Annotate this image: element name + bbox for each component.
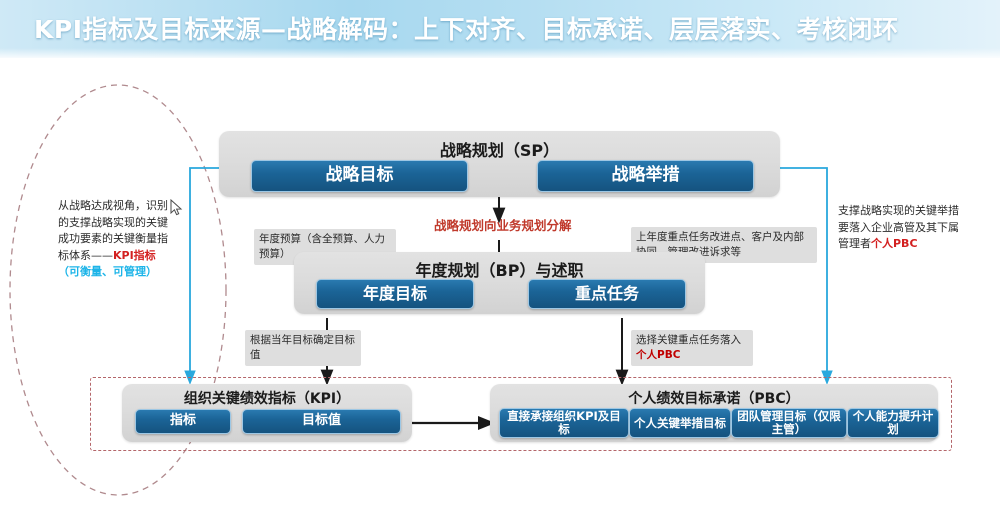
pbc-panel-title: 个人绩效目标承诺（PBC） — [628, 391, 800, 407]
kpi-box-indicator[interactable]: 指标 — [135, 409, 231, 434]
sp-panel-title: 战略规划（SP） — [439, 141, 560, 160]
kpi-panel-title: 组织关键绩效指标（KPI） — [183, 391, 351, 407]
note-select-key-task-highlight: 个人PBC — [636, 349, 681, 362]
sp-box-strategic-action[interactable]: 战略举措 — [537, 160, 754, 192]
sp-box-strategic-action-label: 战略举措 — [611, 165, 680, 186]
left-annotation-cyan: （可衡量、可管理） — [58, 265, 157, 278]
pbc-box-team-management[interactable]: 团队管理目标（仅限主管） — [731, 408, 847, 438]
pbc-panel: 个人绩效目标承诺（PBC） 直接承接组织KPI及目标 个人关键举措目标 团队管理… — [490, 384, 939, 442]
bp-box-annual-goal[interactable]: 年度目标 — [316, 279, 474, 309]
pbc-box-capability-plan-label: 个人能力提升计划 — [852, 409, 934, 436]
left-annotation-red: KPI指标 — [113, 248, 156, 262]
title-banner: KPI指标及目标来源—战略解码：上下对齐、目标承诺、层层落实、考核闭环 — [0, 0, 1000, 58]
pbc-box-direct-kpi[interactable]: 直接承接组织KPI及目标 — [499, 408, 629, 438]
bottom-dashed-container — [90, 377, 952, 451]
left-annotation-text: 从战略达成视角，识别的支撑战略实现的关键成功要素的关键衡量指标体系—— — [58, 199, 168, 262]
kpi-panel: 组织关键绩效指标（KPI） 指标 目标值 — [122, 384, 412, 442]
note-budget-text: 年度预算（含全预算、人力预算） — [259, 233, 385, 261]
note-select-key-task-text: 选择关键重点任务落入 — [636, 334, 741, 346]
sp-box-strategic-goal-label: 战略目标 — [325, 165, 394, 186]
sp-box-strategic-goal[interactable]: 战略目标 — [251, 160, 468, 192]
bp-panel: 年度规划（BP）与述职 年度目标 重点任务 — [294, 252, 705, 314]
pbc-box-capability-plan[interactable]: 个人能力提升计划 — [847, 408, 939, 438]
bp-box-key-task[interactable]: 重点任务 — [528, 279, 686, 309]
kpi-box-target-value[interactable]: 目标值 — [242, 409, 401, 434]
kpi-box-indicator-label: 指标 — [169, 413, 196, 429]
pbc-box-personal-action[interactable]: 个人关键举措目标 — [629, 408, 731, 438]
right-annotation-text: 支撑战略实现的关键举措要落入企业高管及其下属管理者 — [838, 204, 959, 250]
bp-box-key-task-label: 重点任务 — [574, 284, 639, 304]
right-annotation-red: 个人PBC — [871, 237, 918, 250]
pbc-box-personal-action-label: 个人关键举措目标 — [634, 415, 726, 430]
note-target-value-text: 根据当年目标确定目标值 — [250, 334, 355, 362]
kpi-box-target-value-label: 目标值 — [301, 413, 341, 429]
mouse-pointer-icon — [170, 199, 183, 216]
bp-panel-title: 年度规划（BP）与述职 — [415, 261, 584, 280]
right-annotation: 支撑战略实现的关键举措要落入企业高管及其下属管理者个人PBC — [838, 203, 966, 253]
note-select-key-task: 选择关键重点任务落入个人PBC — [631, 330, 753, 367]
note-target-value: 根据当年目标确定目标值 — [245, 330, 361, 367]
pbc-box-direct-kpi-label: 直接承接组织KPI及目标 — [507, 409, 621, 436]
decompose-label: 战略规划向业务规划分解 — [434, 218, 572, 233]
sp-panel: 战略规划（SP） 战略目标 战略举措 — [219, 131, 780, 197]
bp-box-annual-goal-label: 年度目标 — [362, 284, 427, 304]
left-annotation: 从战略达成视角，识别的支撑战略实现的关键成功要素的关键衡量指标体系——KPI指标… — [58, 198, 170, 281]
page-title: KPI指标及目标来源—战略解码：上下对齐、目标承诺、层层落实、考核闭环 — [34, 15, 899, 44]
pbc-box-team-management-label: 团队管理目标（仅限主管） — [737, 409, 841, 436]
